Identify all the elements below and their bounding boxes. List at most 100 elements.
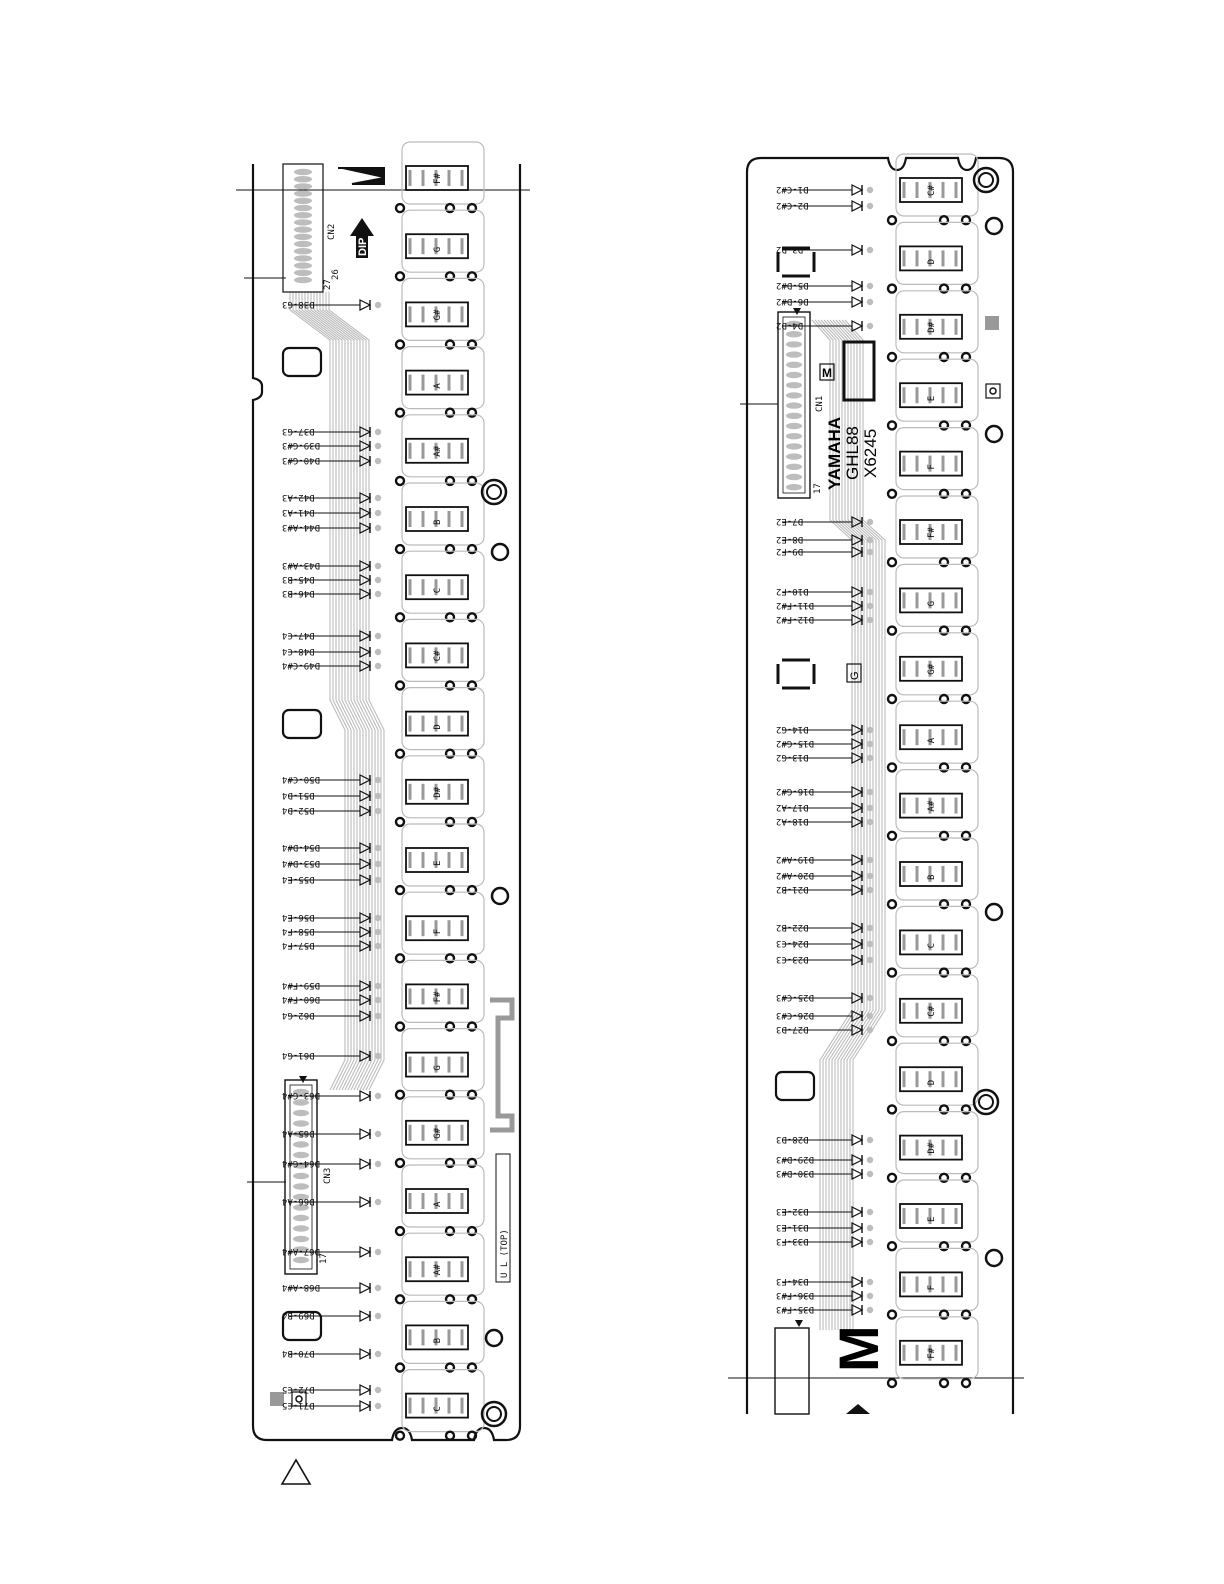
- mount-hole: [938, 214, 950, 226]
- mount-hole: [960, 762, 972, 773]
- mount-hole: [466, 680, 478, 691]
- diode-label: D61-G4: [282, 1050, 315, 1060]
- diode: D51-D4: [282, 790, 382, 802]
- diode: D20-A#2: [776, 870, 874, 882]
- mount-hole: [466, 543, 478, 555]
- diode-label: D43-A#3: [282, 560, 320, 570]
- via-hole: [972, 1088, 1000, 1116]
- diode-label: D59-F#4: [282, 980, 320, 990]
- diode: D58-F4: [282, 926, 382, 938]
- key-label: C#: [927, 185, 937, 196]
- diode-label: D11-F#2: [776, 600, 814, 610]
- diode: D39-G#3: [282, 440, 382, 452]
- diode: D37-G3: [282, 426, 382, 438]
- mount-hole: [886, 557, 898, 568]
- mount-hole: [444, 680, 456, 691]
- via-hole: [984, 902, 1004, 922]
- key-switch-pad: C#: [401, 618, 485, 683]
- diode-label: D55-E4: [282, 874, 315, 884]
- diode: D34-F3: [776, 1276, 874, 1288]
- key-label: C: [433, 588, 443, 593]
- cn3-connector: CN3 17: [284, 1076, 333, 1275]
- mount-hole: [938, 693, 950, 705]
- key-label: A: [433, 383, 443, 389]
- diode-label: D6-D#2: [776, 296, 809, 306]
- diode: D56-E4: [282, 912, 382, 924]
- mount-hole: [444, 1362, 456, 1373]
- mount-hole: [444, 271, 456, 282]
- mount-hole: [444, 612, 456, 623]
- diode: D26-C#3: [776, 1010, 874, 1022]
- mount-hole: [886, 1035, 898, 1047]
- key-label: B: [433, 1338, 443, 1343]
- mount-hole: [886, 420, 898, 431]
- diode-label: D36-F#3: [776, 1290, 814, 1300]
- mount-hole: [466, 816, 478, 828]
- mount-hole: [886, 762, 898, 773]
- big-m-marker: M: [827, 1325, 890, 1372]
- mount-hole: [938, 1172, 950, 1184]
- via-hole: [480, 478, 508, 506]
- key-label: C#: [927, 1005, 937, 1016]
- mount-hole: [466, 953, 478, 964]
- diode-label: D15-G#2: [776, 738, 814, 748]
- diode: D43-A#3: [282, 560, 382, 572]
- mount-hole: [960, 967, 972, 978]
- key-switch-pad: G: [895, 563, 979, 628]
- mount-hole: [960, 557, 972, 568]
- key-label: A: [927, 737, 937, 743]
- mount-hole: [394, 1362, 406, 1373]
- key-switch-pad: A#: [895, 768, 979, 833]
- key-switch-pad: A#: [401, 414, 485, 478]
- diode: D18-A2: [776, 816, 874, 828]
- diode: D40-G#3: [282, 455, 382, 467]
- diode-label: D44-A#3: [282, 522, 320, 532]
- diode: D8-E2: [776, 534, 874, 546]
- mount-hole: [466, 1157, 478, 1169]
- diode: D63-G#4: [282, 1090, 382, 1102]
- key-label: D#: [433, 786, 443, 797]
- diode-label: D53-D#4: [282, 858, 320, 868]
- diode: D42-A3: [282, 492, 382, 504]
- mount-hole: [886, 1309, 898, 1320]
- diode-label: D13-G2: [776, 752, 809, 762]
- key-label: D: [927, 259, 937, 264]
- key-switch-pad: A: [401, 346, 485, 410]
- key-switch-pad: C#: [895, 153, 979, 217]
- diode-label: D60-F#4: [282, 994, 320, 1004]
- mount-hole: [466, 475, 478, 487]
- diode: D54-D#4: [282, 842, 382, 854]
- cn1-connector: CN1 17: [777, 308, 825, 499]
- mount-hole: [466, 407, 478, 418]
- mount-hole: [394, 953, 406, 964]
- mount-hole: [394, 1430, 406, 1441]
- mount-hole: [394, 339, 406, 350]
- diode: D53-D#4: [282, 858, 382, 870]
- mount-hole: [444, 475, 456, 487]
- mount-hole: [394, 271, 406, 282]
- diode-label: D41-A3: [282, 507, 315, 517]
- diode: D31-E3: [776, 1222, 874, 1234]
- left-board: CN2 27 26 DIP CN3 17 U L (TOP): [251, 141, 522, 1442]
- mount-hole: [886, 488, 898, 499]
- key-label: A: [433, 1201, 443, 1207]
- diode: D46-B3: [282, 588, 382, 600]
- key-switch-pad: D#: [895, 1110, 979, 1175]
- diode-label: D23-C3: [776, 954, 809, 964]
- diode: D66-A4: [282, 1196, 382, 1208]
- pin26-label: 26: [331, 269, 341, 280]
- mount-hole: [466, 1294, 478, 1305]
- mount-hole: [938, 1035, 950, 1047]
- diode-label: D17-A2: [776, 802, 809, 812]
- mount-hole: [444, 1430, 456, 1441]
- diode: D23-C3: [776, 954, 874, 966]
- mount-hole: [444, 1089, 456, 1100]
- diode-label: D65-A4: [282, 1128, 315, 1138]
- mount-hole: [466, 884, 478, 896]
- part-label: X6245: [861, 429, 880, 478]
- diode: D24-C3: [776, 938, 874, 950]
- diode: D12-F#2: [776, 614, 874, 626]
- mount-hole: [444, 339, 456, 350]
- diode: D15-G#2: [776, 738, 874, 750]
